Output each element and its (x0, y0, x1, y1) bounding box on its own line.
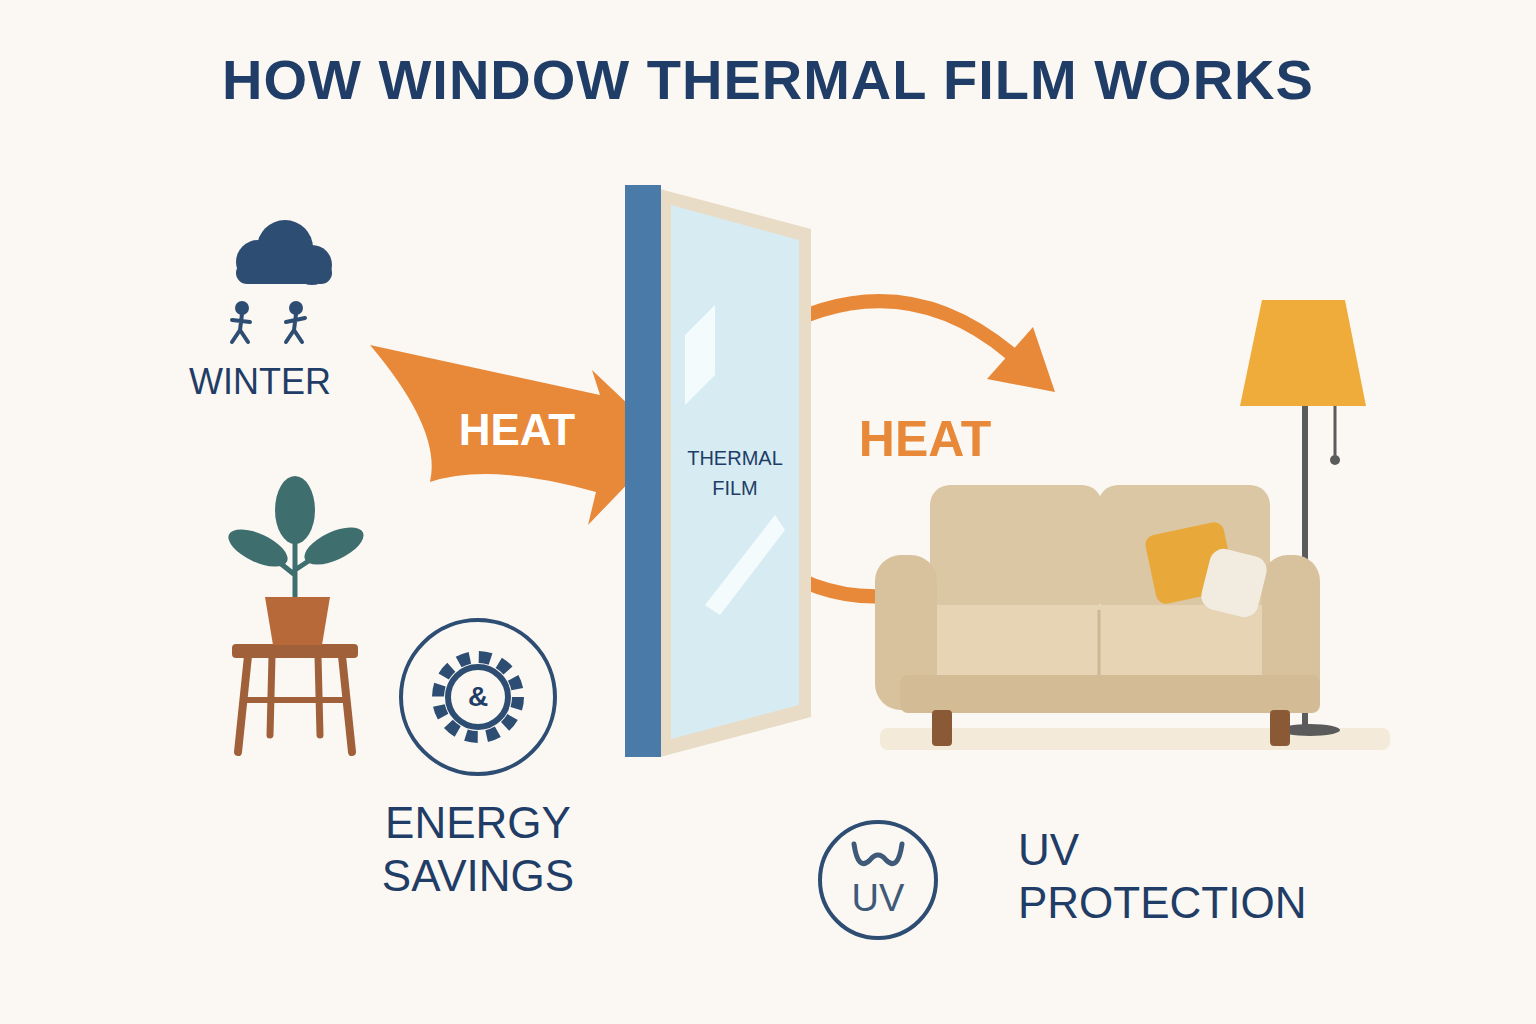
sofa-seat (924, 605, 1274, 683)
leaf (299, 520, 369, 572)
stool-rung (244, 697, 346, 703)
leaf (275, 476, 315, 544)
stool-leg (318, 656, 320, 735)
icon-ring (820, 822, 936, 938)
window-edge (625, 185, 661, 757)
plant-on-stool (223, 476, 369, 752)
uv-protection-icon: UVUV PROTECTION (818, 820, 938, 940)
sofa-leg (932, 710, 952, 746)
node-text: UV (838, 878, 918, 920)
figure-body (232, 314, 250, 342)
plant-pot (265, 597, 330, 645)
figure-head (291, 303, 301, 313)
sofa-leg (1270, 710, 1290, 746)
sofa-back (930, 485, 1102, 615)
uv-wave (854, 844, 902, 864)
window-glass (671, 205, 799, 739)
heat-label: HEAT (830, 412, 1020, 467)
gear-hub (448, 667, 508, 727)
lamp-shade (1240, 300, 1366, 406)
stool-leg (270, 656, 272, 735)
winter-figures (232, 303, 305, 342)
glass-glare (685, 305, 715, 405)
diagram-title: HOW WINDOW THERMAL FILM WORKS (0, 46, 1536, 113)
arrow-head (987, 327, 1055, 392)
sofa-base (900, 675, 1320, 713)
node-heading: UV PROTECTION (1018, 824, 1338, 930)
window-shape (625, 185, 815, 760)
figure-body (286, 314, 305, 342)
cloud-base (236, 262, 332, 284)
node-heading: ENERGY SAVINGS (348, 797, 608, 903)
sofa (875, 485, 1320, 746)
node-text: HEAT (442, 406, 592, 454)
cloud-icon (236, 220, 332, 285)
glass-glare (705, 515, 785, 615)
pillow (1198, 546, 1269, 620)
lamp-pull (1330, 455, 1340, 465)
figure-head (237, 303, 247, 313)
node-text: THERMAL FILM (673, 443, 797, 503)
thermal-film-window: THERMAL FILM (625, 185, 815, 760)
stool-leg (342, 656, 352, 752)
lamp-cord (1334, 405, 1337, 455)
energy-savings-icon: &ENERGY SAVINGS (398, 617, 558, 777)
gear-teeth (438, 657, 518, 737)
seat-seam (1098, 610, 1101, 680)
stool-leg (238, 656, 248, 752)
window-frame (660, 189, 811, 757)
node-text: & (453, 682, 503, 713)
icon-ring (401, 620, 555, 774)
stool-top (232, 644, 358, 658)
arrow-body (370, 345, 668, 525)
season-label: WINTER (150, 360, 370, 403)
leaf (223, 522, 293, 574)
